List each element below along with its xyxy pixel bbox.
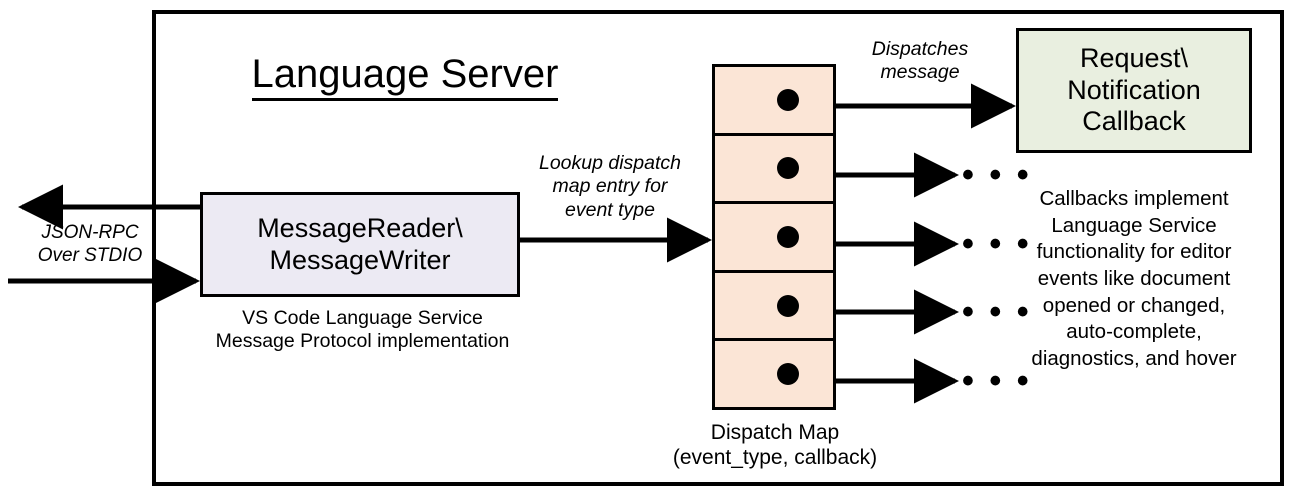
dispatch-map-row[interactable] [712,338,836,410]
dispatches-message-edge-label: Dispatches message [871,38,969,84]
lookup-dispatch-edge-label: Lookup dispatch map entry for event type [538,152,682,221]
continuation-ellipsis-icon: • • • [962,293,1032,331]
callback-description: Callbacks implement Language Service fun… [1031,187,1237,370]
page-title: Language Server [205,52,605,101]
dispatch-map-row[interactable] [712,132,836,202]
continuation-ellipsis-icon: • • • [962,225,1032,263]
continuation-ellipsis-icon: • • • [962,156,1032,194]
callback-pointer-dot [777,363,799,386]
callback-pointer-dot [777,157,799,180]
request-notification-callback-label: Request\ Notification Callback [1067,43,1201,137]
request-notification-callback-node[interactable]: Request\ Notification Callback [1016,28,1252,153]
callback-pointer-dot [777,225,799,248]
callback-pointer-dot [777,294,799,317]
language-server-frame [152,10,1284,486]
message-reader-writer-node[interactable]: MessageReader\ MessageWriter [200,192,520,297]
jsonrpc-transport-label: JSON-RPC Over STDIO [37,222,143,266]
callback-pointer-dot [777,88,799,111]
dispatch-map-row[interactable] [712,64,836,133]
dispatch-map-row[interactable] [712,201,836,270]
message-reader-writer-label: MessageReader\ MessageWriter [257,212,463,275]
dispatch-map-caption: Dispatch Map (event_type, callback) [672,421,878,470]
page-title-text: Language Server [251,52,559,101]
dispatch-map-table[interactable] [712,64,836,410]
dispatch-map-row[interactable] [712,269,836,339]
message-reader-writer-caption: VS Code Language Service Message Protoco… [215,307,510,353]
continuation-ellipsis-icon: • • • [962,362,1032,400]
